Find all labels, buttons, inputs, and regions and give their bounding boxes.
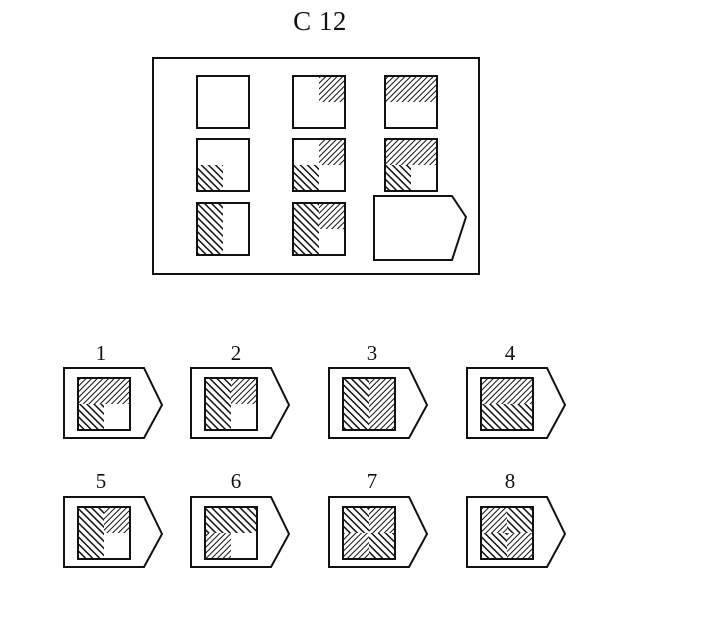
- option-3-figure-tr-quadrant: [369, 378, 395, 404]
- matrix-grid: [196, 75, 438, 256]
- matrix-cell-6-tl-quadrant: [385, 139, 411, 165]
- option-7-figure-br-quadrant: [369, 533, 395, 559]
- option-6-label: 6: [230, 469, 242, 493]
- option-8-figure-bl-quadrant: [481, 533, 507, 559]
- matrix-cell-2: [292, 75, 346, 129]
- matrix-cell-7-border: [196, 202, 250, 256]
- option-4-figure-border: [480, 377, 534, 431]
- matrix-cell-8-tl-quadrant: [293, 203, 319, 229]
- option-4-figure-tr-quadrant: [507, 378, 533, 404]
- matrix-cell-6-tr-quadrant: [411, 139, 437, 165]
- option-7-figure-bl-quadrant: [343, 533, 369, 559]
- option-5[interactable]: [63, 496, 164, 568]
- matrix-cell-5: [292, 138, 346, 192]
- option-1[interactable]: [63, 367, 164, 439]
- matrix-cell-1: [196, 75, 250, 129]
- option-3-label: 3: [366, 341, 378, 365]
- matrix-cell-2-tr-quadrant: [319, 76, 345, 102]
- matrix-cell-4-border: [196, 138, 250, 192]
- option-3-figure-br-quadrant: [369, 404, 395, 430]
- option-3[interactable]: [328, 367, 429, 439]
- option-8-label: 8: [504, 469, 516, 493]
- option-4-figure-br-quadrant: [507, 404, 533, 430]
- option-8-figure-border: [480, 506, 534, 560]
- option-8[interactable]: [466, 496, 567, 568]
- matrix-cell-8-bl-quadrant: [293, 229, 319, 255]
- option-3-figure-border: [342, 377, 396, 431]
- matrix-cell-8-border: [292, 202, 346, 256]
- option-4-figure-tl-quadrant: [481, 378, 507, 404]
- matrix-cell-3: [384, 75, 438, 129]
- option-3-figure-bl-quadrant: [343, 404, 369, 430]
- puzzle-title: C 12: [293, 6, 347, 36]
- option-4-figure-bl-quadrant: [481, 404, 507, 430]
- matrix-cell-5-tr-quadrant: [319, 139, 345, 165]
- matrix-cell-6-border: [384, 138, 438, 192]
- matrix-cell-7: [196, 202, 250, 256]
- option-5-figure-bl-quadrant: [78, 533, 104, 559]
- answer-slot[interactable]: [373, 195, 468, 261]
- option-5-figure-tr-quadrant: [104, 507, 130, 533]
- option-1-figure-tl-quadrant: [78, 378, 104, 404]
- option-2-figure-tl-quadrant: [205, 378, 231, 404]
- option-1-figure-tr-quadrant: [104, 378, 130, 404]
- option-7-figure-border: [342, 506, 396, 560]
- option-7[interactable]: [328, 496, 429, 568]
- matrix-cell-8: [292, 202, 346, 256]
- option-2-label: 2: [230, 341, 242, 365]
- option-2-figure-tr-quadrant: [231, 378, 257, 404]
- option-3-figure-tl-quadrant: [343, 378, 369, 404]
- option-1-label: 1: [95, 341, 107, 365]
- matrix-cell-2-border: [292, 75, 346, 129]
- option-8-figure-tr-quadrant: [507, 507, 533, 533]
- matrix-frame: [152, 57, 480, 275]
- option-5-figure-tl-quadrant: [78, 507, 104, 533]
- option-2-figure-bl-quadrant: [205, 404, 231, 430]
- option-2-figure-border: [204, 377, 258, 431]
- option-5-label: 5: [95, 469, 107, 493]
- matrix-cell-7-tl-quadrant: [197, 203, 223, 229]
- option-6-figure-tl-quadrant: [205, 507, 231, 533]
- matrix-cell-3-tl-quadrant: [385, 76, 411, 102]
- matrix-cell-4-bl-quadrant: [197, 165, 223, 191]
- matrix-cell-7-bl-quadrant: [197, 229, 223, 255]
- option-7-figure-tr-quadrant: [369, 507, 395, 533]
- matrix-cell-5-bl-quadrant: [293, 165, 319, 191]
- option-7-figure-tl-quadrant: [343, 507, 369, 533]
- option-6-figure-border: [204, 506, 258, 560]
- option-6-figure-bl-quadrant: [205, 533, 231, 559]
- option-4[interactable]: [466, 367, 567, 439]
- option-6-figure-tr-quadrant: [231, 507, 257, 533]
- option-7-label: 7: [366, 469, 378, 493]
- option-8-figure-br-quadrant: [507, 533, 533, 559]
- matrix-cell-3-tr-quadrant: [411, 76, 437, 102]
- option-4-label: 4: [504, 341, 516, 365]
- matrix-cell-8-tr-quadrant: [319, 203, 345, 229]
- option-8-figure-tl-quadrant: [481, 507, 507, 533]
- option-6[interactable]: [190, 496, 291, 568]
- matrix-cell-6-bl-quadrant: [385, 165, 411, 191]
- matrix-cell-3-border: [384, 75, 438, 129]
- option-1-figure-bl-quadrant: [78, 404, 104, 430]
- matrix-cell-1-border: [196, 75, 250, 129]
- option-5-figure-border: [77, 506, 131, 560]
- matrix-cell-5-border: [292, 138, 346, 192]
- option-2[interactable]: [190, 367, 291, 439]
- options-grid: [63, 367, 567, 568]
- option-1-figure-border: [77, 377, 131, 431]
- matrix-cell-6: [384, 138, 438, 192]
- matrix-cell-4: [196, 138, 250, 192]
